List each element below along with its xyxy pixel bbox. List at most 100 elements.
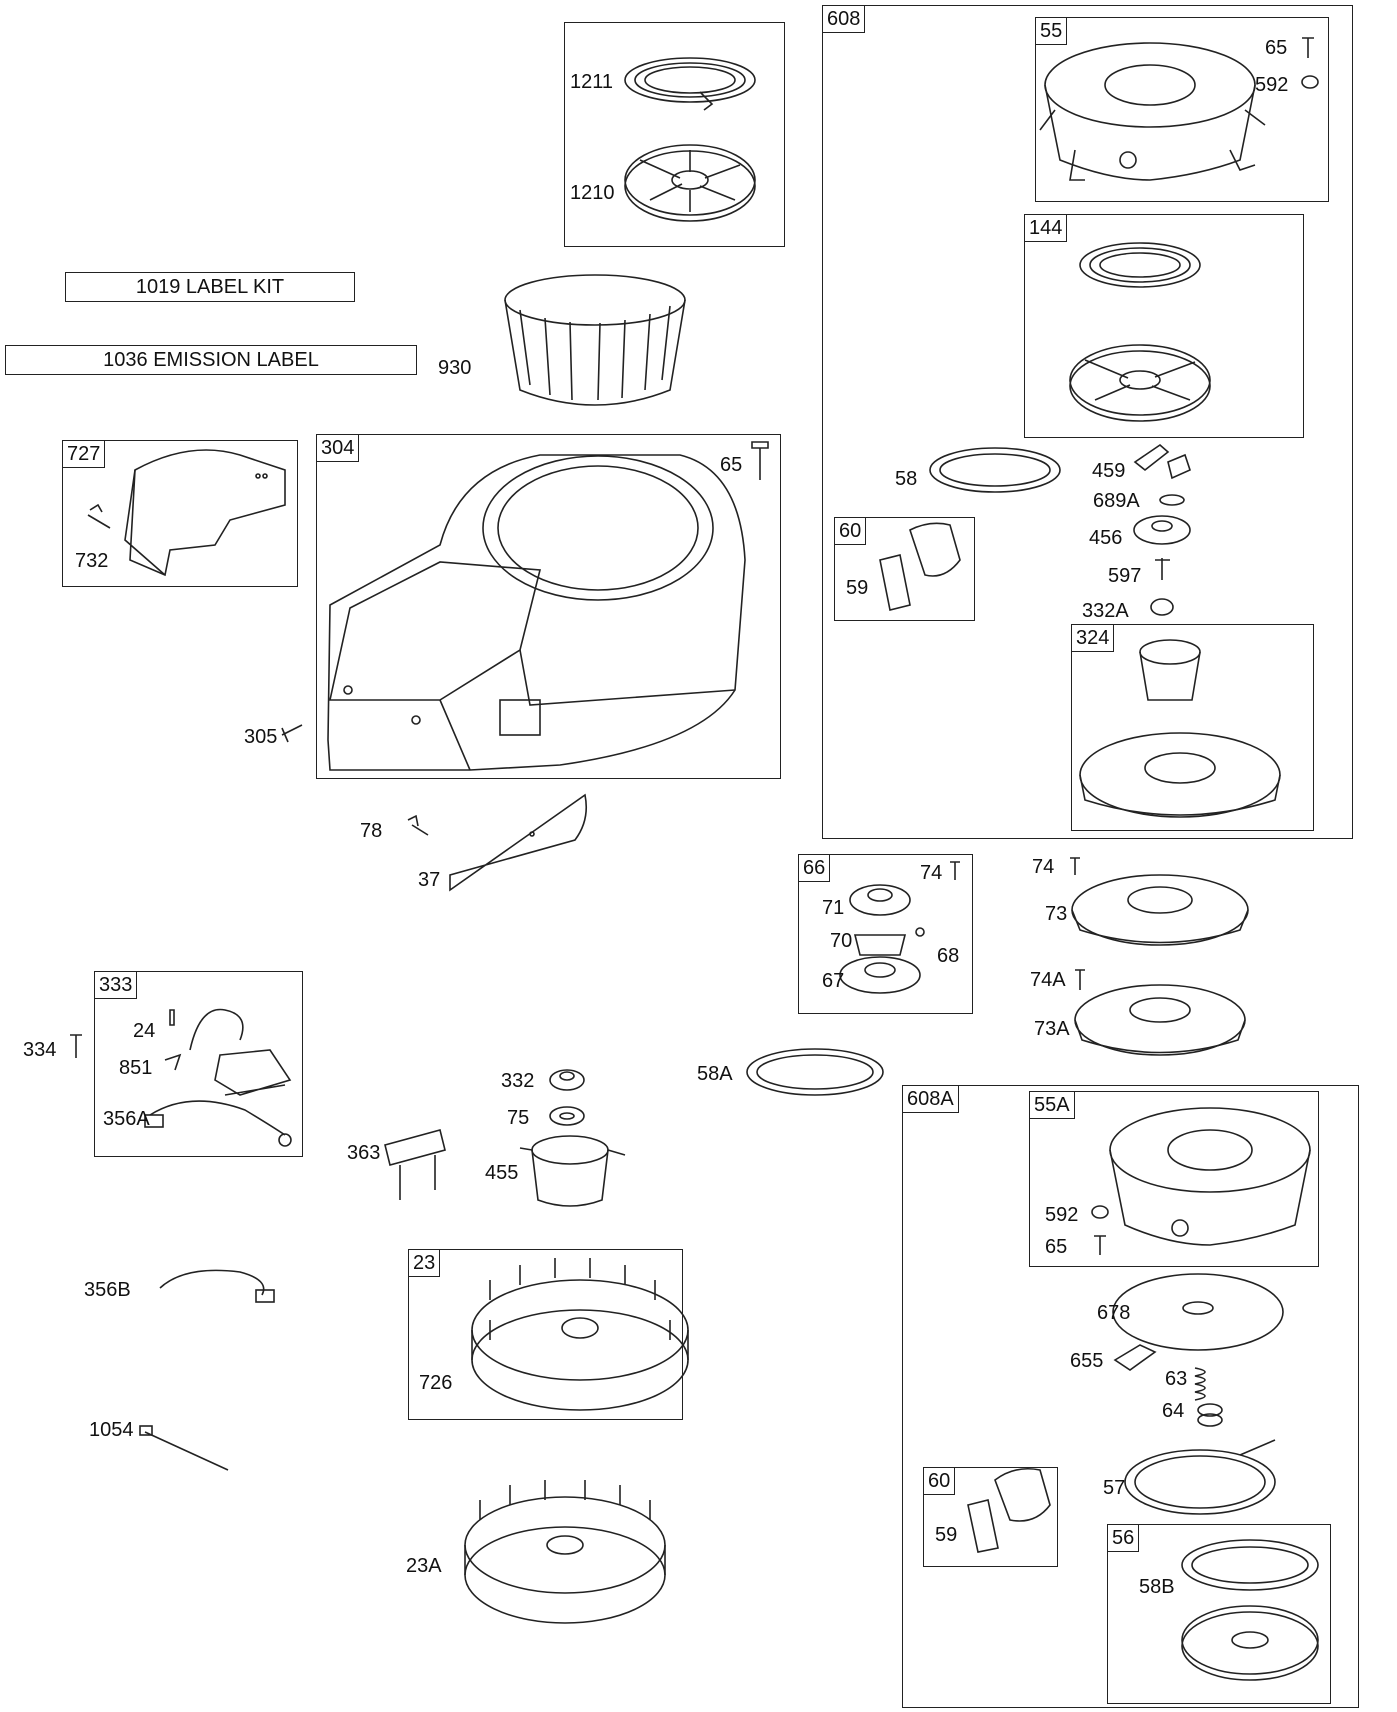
clip-655-drawing	[1113, 1344, 1157, 1371]
part-label-74A: 74A	[1030, 969, 1066, 991]
part-label-732: 732	[75, 550, 109, 572]
part-label-57: 57	[1103, 1477, 1126, 1499]
armature-333-drawing	[144, 1008, 292, 1147]
part-label-67: 67	[822, 970, 845, 992]
pulley-56-drawing	[1181, 1605, 1319, 1681]
part-label-74-66: 74	[920, 862, 943, 884]
spring-144-drawing	[1079, 242, 1201, 288]
part-label-363: 363	[347, 1142, 381, 1164]
bushing-64-drawing	[1197, 1403, 1223, 1427]
cover-55-drawing	[1039, 42, 1266, 181]
spring-58-drawing	[929, 447, 1061, 493]
part-label-23A: 23A	[406, 1555, 442, 1577]
clip-689A-drawing	[1159, 494, 1185, 506]
part-label-73: 73	[1045, 903, 1068, 925]
part-label-332A: 332A	[1082, 600, 1129, 622]
part-label-58: 58	[895, 468, 918, 490]
group-tag-56: 56	[1107, 1524, 1140, 1552]
bracket-363-drawing	[384, 1129, 446, 1200]
screw-65-top-drawing	[1302, 37, 1314, 58]
part-label-1210: 1210	[570, 182, 615, 204]
flywheel-23A-drawing	[464, 1480, 666, 1624]
part-label-24: 24	[133, 1020, 156, 1042]
group-box-55	[1035, 17, 1329, 202]
screw-597-drawing	[1155, 558, 1170, 580]
part-label-678: 678	[1097, 1302, 1131, 1324]
part-label-455: 455	[485, 1162, 519, 1184]
screw-65-housing-drawing	[751, 441, 769, 480]
part-label-68: 68	[937, 945, 960, 967]
screw-65-55A-drawing	[1094, 1235, 1106, 1255]
part-label-65-55A: 65	[1045, 1236, 1068, 1258]
group-box-23	[408, 1249, 683, 1420]
tie-1054-drawing	[139, 1425, 229, 1471]
group-tag-608A: 608A	[902, 1085, 959, 1113]
part-label-75: 75	[507, 1107, 530, 1129]
part-label-65-top: 65	[1265, 37, 1288, 59]
screen-324-drawing	[1079, 732, 1281, 818]
part-label-74-top: 74	[1032, 856, 1055, 878]
part-label-592-55A: 592	[1045, 1204, 1079, 1226]
part-label-59-a: 59	[846, 577, 869, 599]
handle-60a-drawing	[879, 522, 961, 611]
part-label-1211: 1211	[570, 71, 614, 93]
group-tag-55A: 55A	[1029, 1091, 1075, 1119]
dog-459-drawing	[1133, 443, 1191, 480]
washer-75-drawing	[549, 1106, 585, 1126]
part-label-71: 71	[822, 897, 845, 919]
group-box-60b	[923, 1467, 1058, 1567]
air-guide-727-drawing	[124, 449, 286, 577]
wire-356B-drawing	[159, 1269, 275, 1303]
group-box-56	[1107, 1524, 1331, 1704]
group-box-144	[1024, 214, 1304, 438]
group-tag-60a: 60	[834, 517, 867, 545]
part-label-59-b: 59	[935, 1524, 958, 1546]
disc-678-drawing	[1112, 1273, 1284, 1351]
flywheel-screen-930-drawing	[504, 274, 686, 406]
part-label-356A: 356A	[103, 1108, 150, 1130]
part-label-456: 456	[1089, 527, 1123, 549]
group-tag-60b: 60	[923, 1467, 956, 1495]
handle-60b-drawing	[967, 1467, 1051, 1553]
part-label-655: 655	[1070, 1350, 1104, 1372]
part-label-459: 459	[1092, 460, 1126, 482]
part-label-58A: 58A	[697, 1063, 733, 1085]
group-box-1210-1211	[564, 22, 785, 247]
group-box-66	[798, 854, 973, 1014]
nut-332A-drawing	[1150, 598, 1174, 616]
part-label-597: 597	[1108, 565, 1142, 587]
screen-73A-drawing	[1074, 984, 1246, 1056]
spring-58B-drawing	[1181, 1539, 1319, 1591]
part-label-58B: 58B	[1139, 1576, 1175, 1598]
part-label-65-housing: 65	[720, 454, 743, 476]
pulley-144-drawing	[1069, 344, 1211, 422]
recoil-spring-1211-drawing	[624, 57, 756, 111]
pulley-1210-drawing	[624, 144, 756, 222]
screw-334-drawing	[70, 1034, 82, 1058]
spring-58A-drawing	[746, 1048, 884, 1096]
nut-592-top-drawing	[1301, 75, 1319, 89]
part-label-78: 78	[360, 820, 383, 842]
emission-label-box: 1036 EMISSION LABEL	[5, 345, 417, 375]
group-tag-324: 324	[1071, 624, 1115, 652]
part-label-851: 851	[119, 1057, 153, 1079]
part-label-356B: 356B	[84, 1279, 131, 1301]
spring-57-drawing	[1124, 1439, 1276, 1515]
part-label-592-top: 592	[1255, 74, 1289, 96]
group-box-727	[62, 440, 298, 587]
part-label-305: 305	[244, 726, 278, 748]
screw-74-top-drawing	[1070, 857, 1080, 875]
screw-732-drawing	[87, 503, 111, 529]
group-box-608	[822, 5, 1353, 839]
group-tag-608: 608	[822, 5, 866, 33]
part-label-70: 70	[830, 930, 853, 952]
group-box-324	[1071, 624, 1314, 831]
group-tag-66: 66	[798, 854, 831, 882]
group-tag-55: 55	[1035, 17, 1068, 45]
screw-305-drawing	[281, 724, 303, 743]
group-tag-144: 144	[1024, 214, 1068, 242]
starter-cup-66-drawing	[839, 884, 925, 994]
group-tag-23: 23	[408, 1249, 441, 1277]
